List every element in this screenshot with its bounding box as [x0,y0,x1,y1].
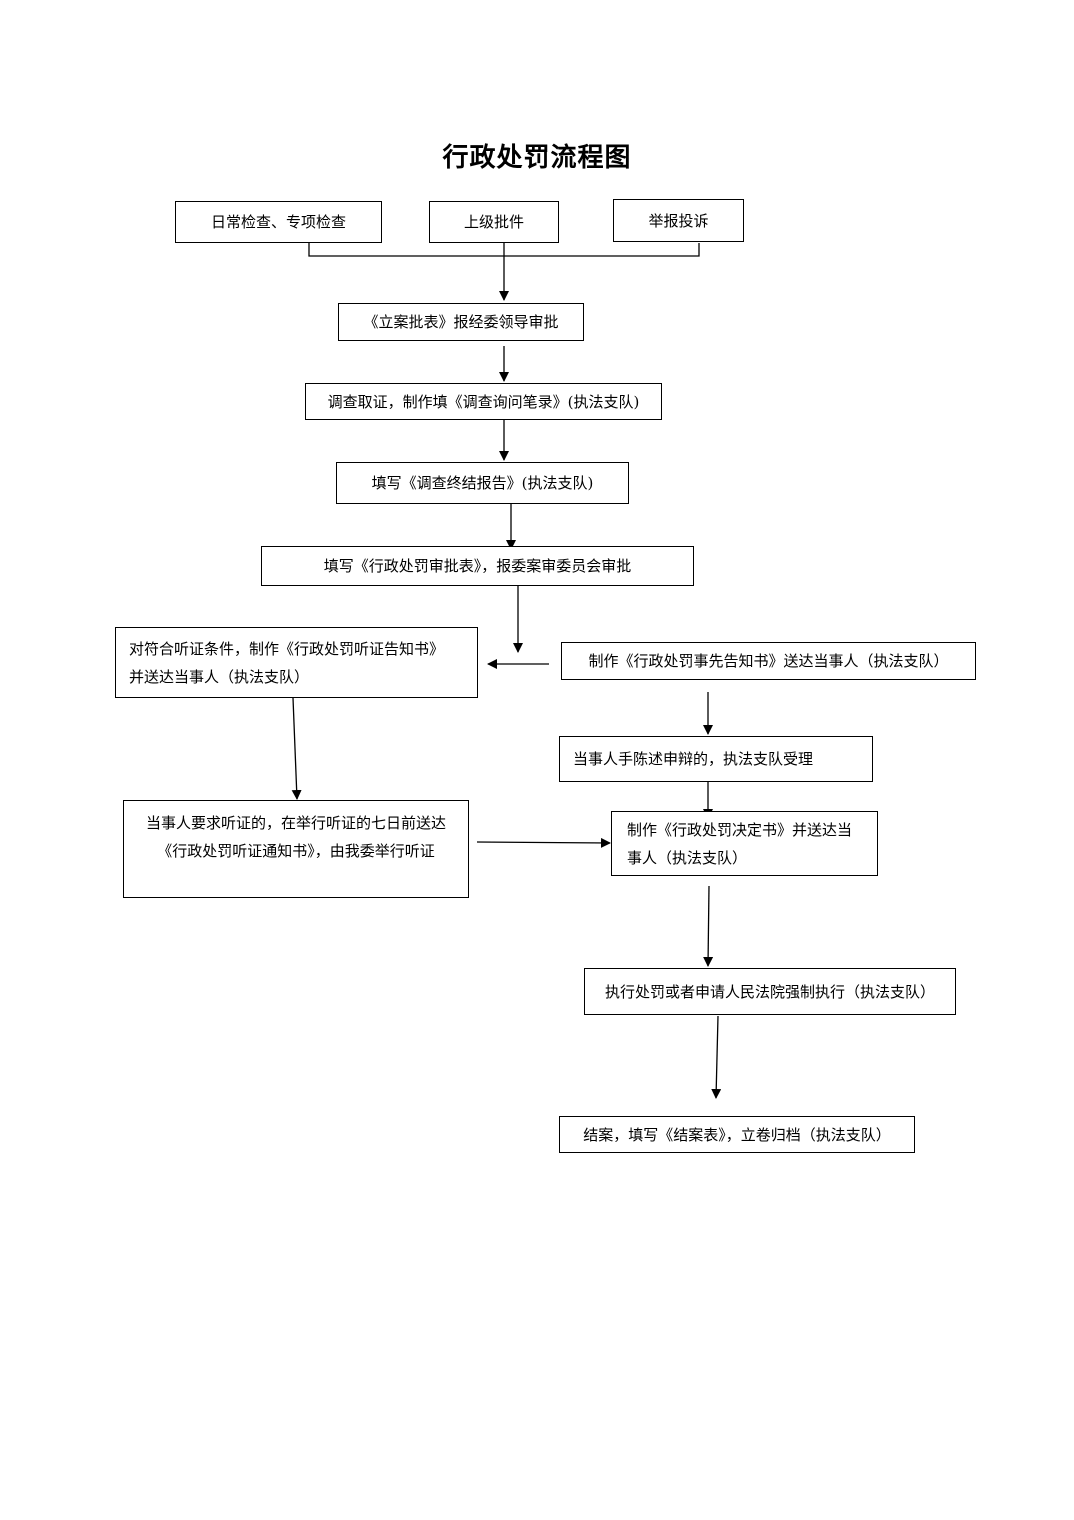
node-routine-check: 日常检查、专项检查 [175,201,382,243]
node-execution-label: 执行处罚或者申请人民法院强制执行（执法支队） [604,982,935,1001]
node-decision-line2: 事人（执法支队） [627,848,748,867]
node-report-complaint: 举报投诉 [613,199,744,242]
node-hearing-request-line1: 当事人要求听证的，在举行听证的七日前送达 [145,814,446,832]
node-penalty-review-label: 填写《行政处罚审批表》，报委案审委员会审批 [323,557,632,575]
node-superior-approval: 上级批件 [429,201,559,243]
node-prior-notice-label: 制作《行政处罚事先告知书》送达当事人（执法支队） [588,652,949,670]
arrow-hearing-to-decision [476,837,611,848]
node-hearing-notice-line2: 并送达当事人（执法支队） [129,667,310,686]
node-hearing-notice: 对符合听证条件，制作《行政处罚听证告知书》 并送达当事人（执法支队） [115,627,478,698]
node-execution: 执行处罚或者申请人民法院强制执行（执法支队） [584,968,956,1015]
arrow-hearing-notice-to-request [291,697,302,800]
arrow-decision-to-execution [703,885,714,967]
node-superior-approval-label: 上级批件 [463,213,524,231]
node-prior-notice: 制作《行政处罚事先告知书》送达当事人（执法支队） [561,642,976,680]
node-penalty-review: 填写《行政处罚审批表》，报委案审委员会审批 [261,546,694,586]
node-routine-check-label: 日常检查、专项检查 [210,213,346,231]
node-hearing-notice-line1: 对符合听证条件，制作《行政处罚听证告知书》 [129,639,445,658]
node-closing-label: 结案，填写《结案表》，立卷归档（执法支队） [583,1125,891,1144]
node-hearing-request-line2: 《行政处罚听证通知书》，由我委举行听证 [157,842,435,860]
node-investigation: 调查取证，制作填《调查询问笔录》(执法支队) [305,383,662,420]
node-final-report: 填写《调查终结报告》(执法支队) [336,462,629,504]
node-hearing-request: 当事人要求听证的，在举行听证的七日前送达 《行政处罚听证通知书》，由我委举行听证 [123,800,469,898]
node-decision-line1: 制作《行政处罚决定书》并送达当 [627,820,853,839]
node-filing-approval: 《立案批表》报经委领导审批 [338,303,584,341]
node-closing: 结案，填写《结案表》，立卷归档（执法支队） [559,1116,915,1153]
node-decision: 制作《行政处罚决定书》并送达当 事人（执法支队） [611,811,878,876]
page-title: 行政处罚流程图 [442,143,632,173]
node-investigation-label: 调查取证，制作填《调查询问笔录》(执法支队) [327,392,640,411]
source-merge-bracket [308,243,700,257]
node-report-complaint-label: 举报投诉 [648,211,709,230]
arrow-execution-to-closing [711,1015,722,1099]
node-final-report-label: 填写《调查终结报告》(执法支队) [371,474,594,492]
node-filing-approval-label: 《立案批表》报经委领导审批 [363,313,559,331]
node-defense-statement-label: 当事人手陈述申辩的，执法支队受理 [573,750,814,768]
node-defense-statement: 当事人手陈述申辩的，执法支队受理 [559,736,873,782]
